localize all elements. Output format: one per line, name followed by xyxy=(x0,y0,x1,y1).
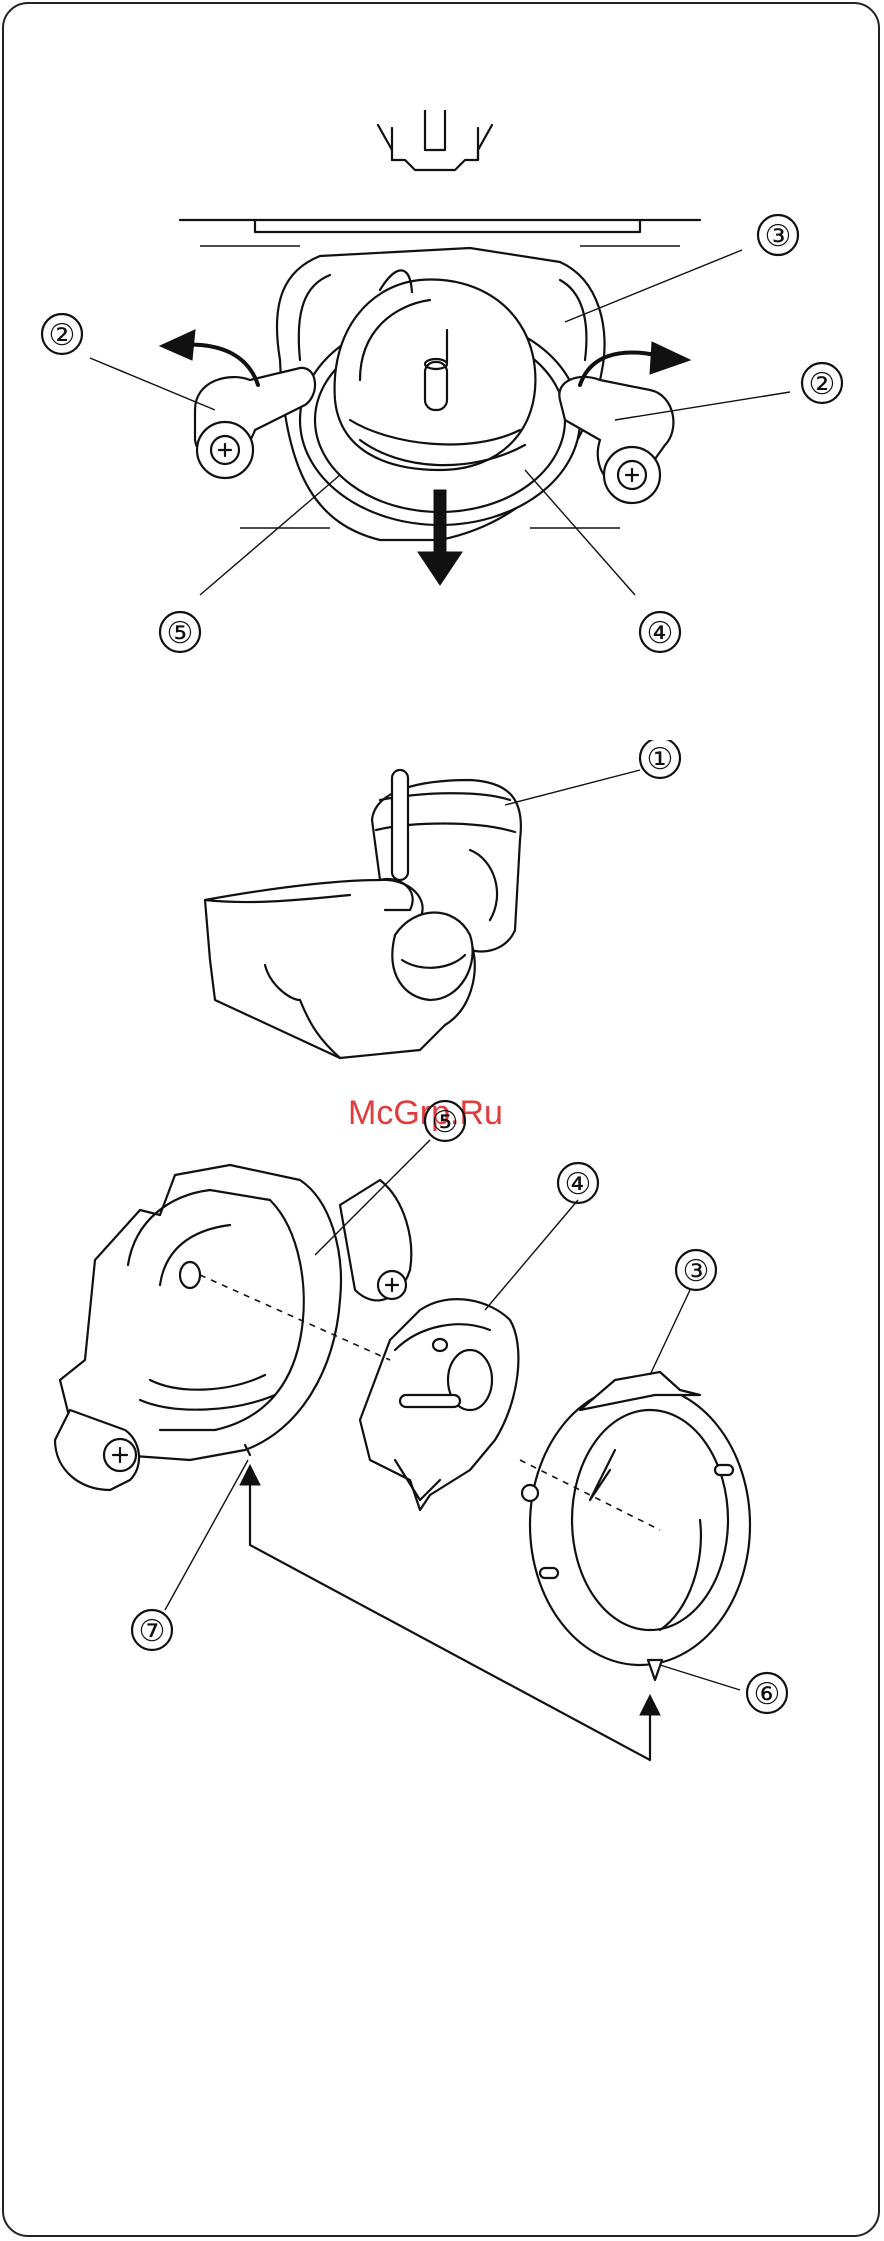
callout-3-top: ③ xyxy=(758,215,798,255)
callout-4-bottom: ④ xyxy=(558,1163,598,1203)
callout-5-top: ⑤ xyxy=(160,612,200,652)
svg-text:⑤: ⑤ xyxy=(432,1105,459,1140)
svg-text:③: ③ xyxy=(765,219,792,254)
svg-text:④: ④ xyxy=(565,1167,592,1202)
hook-removal-diagram: ③ ② ② ⑤ ④ xyxy=(0,110,884,670)
hook-race-exploded xyxy=(55,1165,411,1490)
svg-text:⑥: ⑥ xyxy=(754,1677,781,1712)
callout-2-left: ② xyxy=(42,314,82,354)
svg-text:⑦: ⑦ xyxy=(139,1614,166,1649)
svg-text:④: ④ xyxy=(647,616,674,651)
callout-6: ⑥ xyxy=(747,1673,787,1713)
bobbin-case-hand-diagram: ① xyxy=(0,740,884,1080)
leader-lines-mid xyxy=(505,770,640,805)
exploded-hook-diagram: ⑤ ④ ③ ⑦ ⑥ xyxy=(0,1100,884,1800)
callout-1: ① xyxy=(640,740,680,778)
callout-4-top: ④ xyxy=(640,612,680,652)
svg-text:⑤: ⑤ xyxy=(167,616,194,651)
callout-7: ⑦ xyxy=(132,1610,172,1650)
svg-text:①: ① xyxy=(647,742,674,777)
svg-text:②: ② xyxy=(49,318,76,353)
callout-5-bottom: ⑤ xyxy=(425,1101,465,1141)
callout-3-bottom: ③ xyxy=(676,1250,716,1290)
retaining-ring-exploded xyxy=(522,1372,750,1680)
callout-2-right: ② xyxy=(802,363,842,403)
bobbin-case-exploded xyxy=(360,1299,518,1510)
svg-text:③: ③ xyxy=(683,1254,710,1289)
svg-text:②: ② xyxy=(809,367,836,402)
presser-foot xyxy=(378,110,492,170)
